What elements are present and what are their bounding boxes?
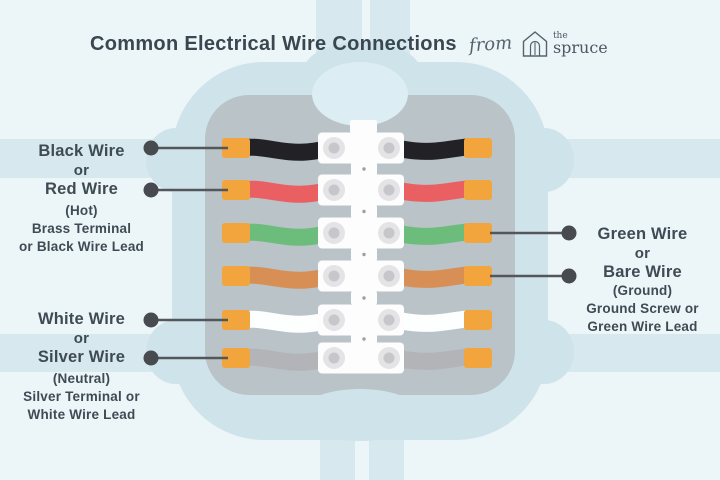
- leader-dots: [143, 140, 577, 366]
- terminal-block: [318, 132, 404, 164]
- brand-the: the: [552, 31, 568, 41]
- wire-connector-tip: [464, 266, 492, 286]
- brand-wordmark: the spruce: [553, 32, 608, 56]
- label-line: or: [634, 245, 651, 262]
- label-line: Black Wire: [38, 142, 125, 160]
- wire-connector-tip: [222, 266, 250, 286]
- wire-connector-tip: [222, 310, 250, 330]
- terminal-block: [318, 342, 404, 374]
- leader-dot: [561, 268, 577, 284]
- label-line: Green Wire: [597, 225, 688, 243]
- terminal-strip-links: [350, 120, 377, 346]
- label-line: (Ground): [612, 283, 673, 298]
- box-bottom-notch: [298, 389, 422, 441]
- label-line: White Wire Lead: [27, 407, 136, 422]
- label-line: Silver Wire: [37, 348, 126, 366]
- leader-dot: [561, 225, 577, 241]
- label-line: (Hot): [65, 203, 98, 218]
- box-top-notch: [312, 62, 408, 126]
- wire-connector-tip: [464, 138, 492, 158]
- terminal-blocks: [318, 132, 404, 374]
- wire-connector-tip: [222, 138, 250, 158]
- from-label: from: [468, 32, 513, 56]
- leader-dot: [143, 182, 159, 198]
- terminal-block: [318, 304, 404, 336]
- label-line: Green Wire Lead: [587, 319, 698, 334]
- page-title: Common Electrical Wire Connections: [90, 32, 457, 55]
- house-icon: [522, 31, 548, 57]
- brand-name: spruce: [552, 38, 608, 57]
- label-line: Silver Terminal or: [23, 389, 140, 404]
- wire-connector-tip: [464, 223, 492, 243]
- leader-dot: [143, 140, 159, 156]
- terminal-block: [318, 217, 404, 249]
- leader-dot: [143, 312, 159, 328]
- label-line: (Neutral): [52, 371, 111, 386]
- label-group-hot: Black Wire or Red Wire (Hot) Brass Termi…: [0, 142, 163, 256]
- leader-lines: [157, 146, 562, 360]
- wire-connector-tip: [464, 310, 492, 330]
- label-line: Ground Screw or: [586, 301, 699, 316]
- terminal-block: [318, 174, 404, 206]
- terminal-block: [318, 260, 404, 292]
- wire-connector-tip: [222, 348, 250, 368]
- wire-connector-tip: [222, 223, 250, 243]
- header: Common Electrical Wire Connections from …: [90, 26, 608, 62]
- label-group-neutral: White Wire or Silver Wire (Neutral) Silv…: [0, 310, 163, 424]
- label-line: or: [73, 162, 90, 179]
- wire-connector-tip: [464, 180, 492, 200]
- label-line: White Wire: [37, 310, 126, 328]
- label-line: Red Wire: [45, 180, 118, 198]
- wire-connector-tip: [464, 348, 492, 368]
- label-group-ground: Green Wire or Bare Wire (Ground) Ground …: [570, 225, 715, 336]
- label-line: or Black Wire Lead: [18, 239, 145, 254]
- label-line: Bare Wire: [603, 263, 682, 281]
- wire-connector-tip: [222, 180, 250, 200]
- leader-dot: [143, 350, 159, 366]
- label-line: or: [73, 330, 90, 347]
- label-line: Brass Terminal: [31, 221, 132, 236]
